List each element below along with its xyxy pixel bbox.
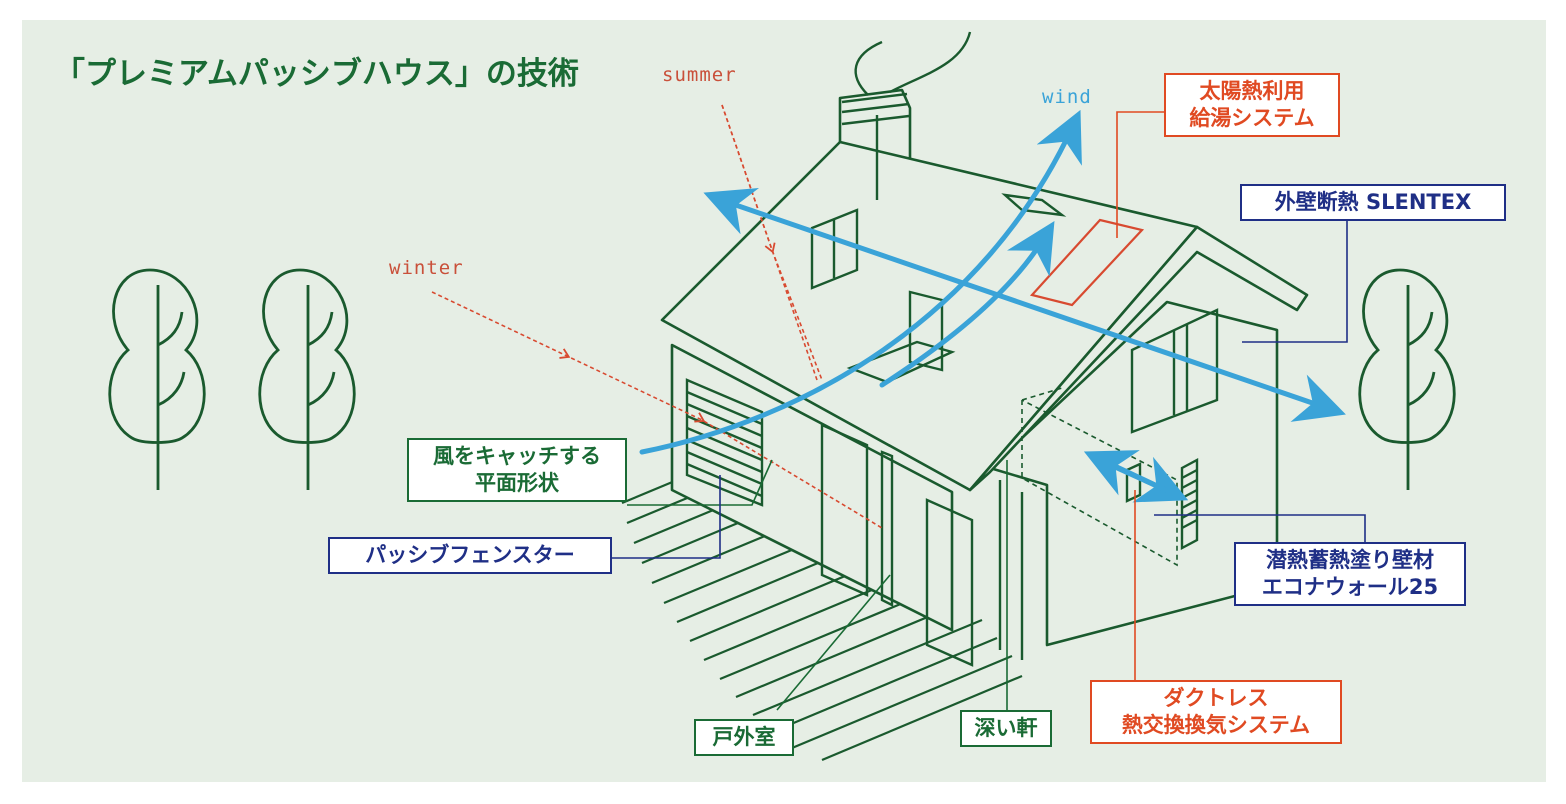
- wind-tag: wind: [1042, 86, 1092, 108]
- label-solar-water-heater: 太陽熱利用 給湯システム: [1164, 73, 1340, 137]
- label-outdoor-room: 戸外室: [694, 719, 794, 756]
- trees: [108, 268, 1456, 490]
- label-latent-heat-wall: 潜熱蓄熱塗り壁材 エコナウォール25: [1234, 542, 1466, 606]
- sun-rays: [431, 104, 883, 529]
- label-slentex: 外壁断熱 SLENTEX: [1240, 184, 1506, 221]
- label-plan-line2: 平面形状: [475, 471, 559, 495]
- solar-panel: [1029, 218, 1145, 307]
- ground-hatching: [621, 451, 1023, 762]
- tree-2: [258, 268, 356, 490]
- label-ductless-ventilation: ダクトレス 熱交換換気システム: [1090, 680, 1342, 744]
- house-details: [685, 31, 1219, 667]
- label-solar-line1: 太陽熱利用: [1199, 79, 1305, 103]
- tree-1: [108, 268, 206, 490]
- diagram-canvas: 「プレミアムパッシブハウス」の技術 summer winter wind 太陽熱…: [22, 20, 1546, 782]
- label-duct-line2: 熱交換換気システム: [1121, 713, 1311, 737]
- page-title: 「プレミアムパッシブハウス」の技術: [54, 56, 579, 92]
- label-passive-fenster: パッシブフェンスター: [328, 537, 612, 574]
- label-plan-line1: 風をキャッチする: [433, 444, 601, 468]
- label-duct-line1: ダクトレス: [1163, 686, 1269, 710]
- summer-tag: summer: [662, 64, 737, 86]
- wind-arrows: [639, 109, 1346, 503]
- winter-tag: winter: [389, 257, 464, 279]
- leader-lines: [612, 111, 1366, 711]
- house-illustration: [108, 31, 1456, 762]
- label-wind-catching-plan: 風をキャッチする 平面形状: [407, 438, 627, 502]
- label-deep-eaves: 深い軒: [960, 710, 1052, 747]
- tree-3: [1358, 268, 1456, 490]
- label-wallmat-line1: 潜熱蓄熱塗り壁材: [1266, 548, 1434, 572]
- label-wallmat-line2: エコナウォール25: [1261, 575, 1439, 599]
- label-solar-line2: 給湯システム: [1189, 106, 1315, 130]
